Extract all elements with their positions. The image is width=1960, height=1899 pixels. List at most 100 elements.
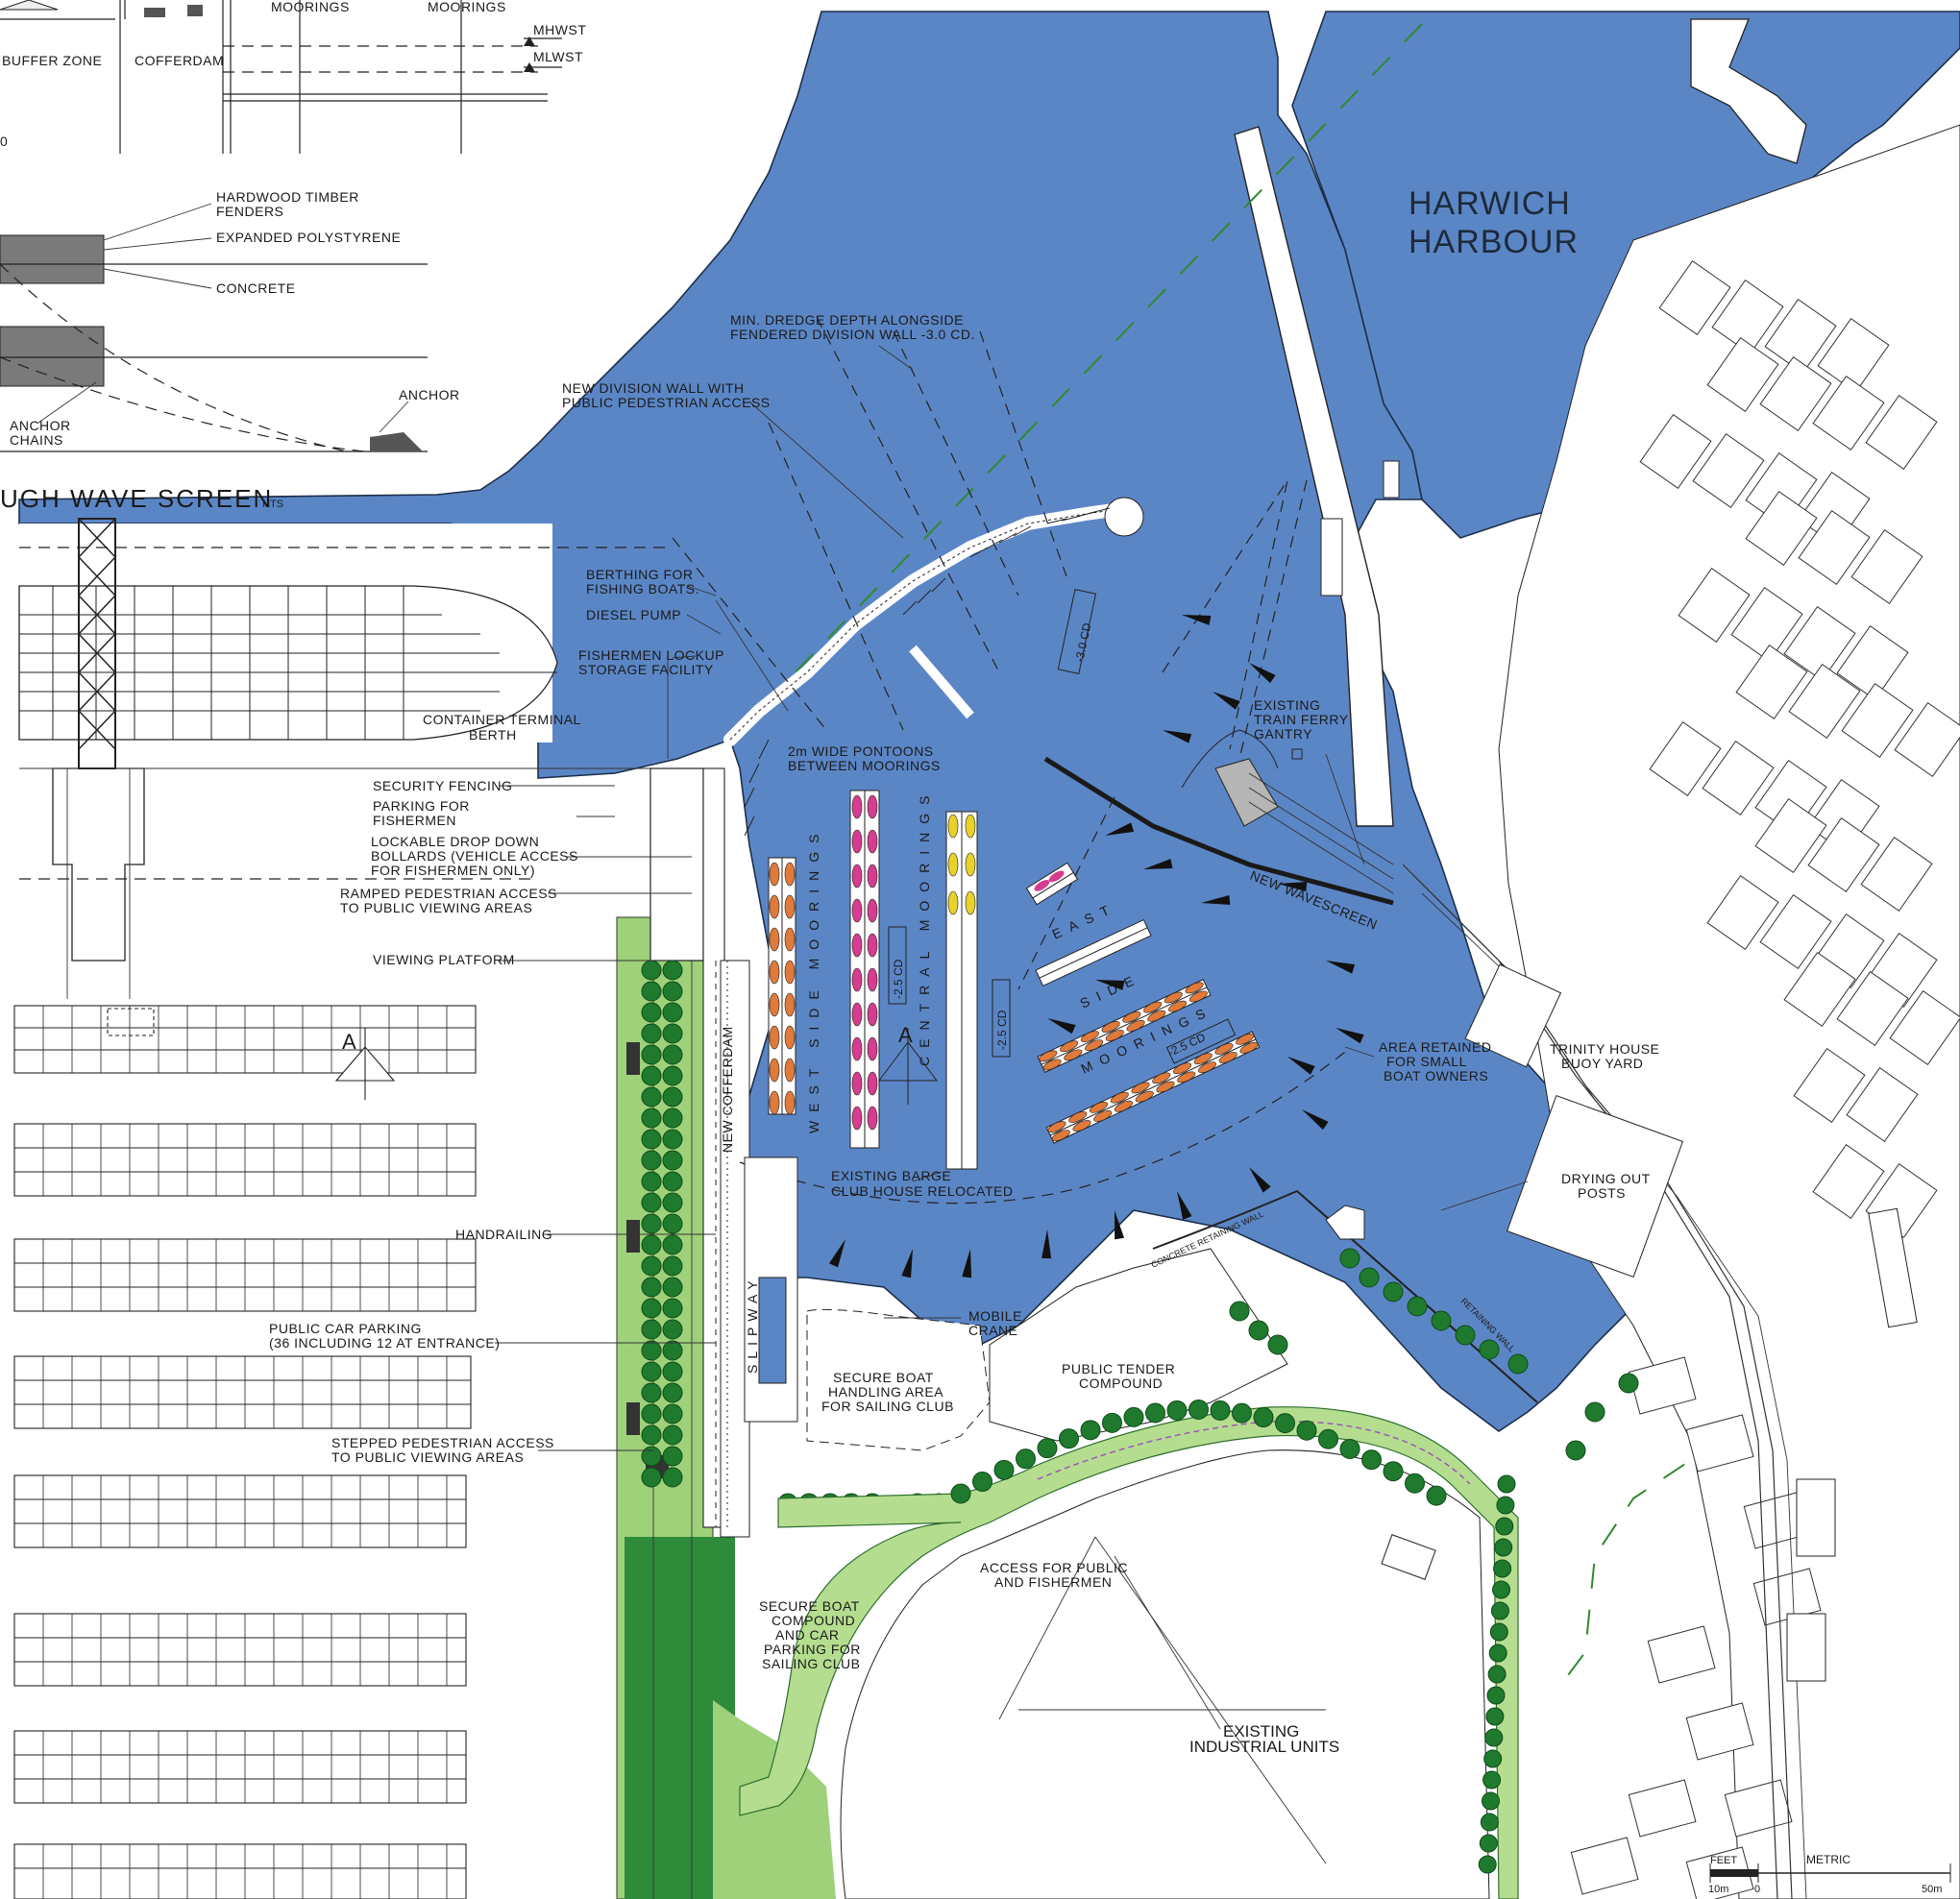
retaining-wall xyxy=(1152,1189,1538,1403)
anchor-label: ANCHOR xyxy=(399,387,460,402)
boat xyxy=(769,862,780,887)
east-pontoon-1 xyxy=(1025,862,1079,906)
mlwst-label: MLWST xyxy=(533,49,583,64)
boat xyxy=(1236,1033,1255,1045)
industrial-lines xyxy=(998,1536,1327,1864)
tree xyxy=(662,1277,683,1298)
tree xyxy=(1488,1643,1507,1663)
boat xyxy=(1105,1030,1124,1041)
boat xyxy=(1093,1110,1113,1122)
tender-label-line1: PUBLIC TENDER xyxy=(1062,1361,1175,1376)
tree xyxy=(1486,1686,1506,1705)
boat xyxy=(867,933,878,958)
mooring-post xyxy=(1302,1109,1329,1131)
handrailing-label: HANDRAILING xyxy=(455,1227,552,1242)
tree xyxy=(662,1234,683,1255)
tree xyxy=(662,1108,683,1129)
town-building xyxy=(1889,989,1960,1066)
mhwst-label: MHWST xyxy=(533,22,586,37)
tree xyxy=(641,981,662,1002)
town-building xyxy=(1706,336,1779,413)
tree xyxy=(662,1361,683,1382)
mooring-post xyxy=(1105,822,1135,836)
town-building xyxy=(1685,1702,1754,1761)
boat xyxy=(1152,1072,1171,1084)
tree xyxy=(1490,1601,1509,1620)
tree xyxy=(1102,1412,1122,1433)
tree xyxy=(641,1150,662,1171)
path-trees xyxy=(950,1248,1639,1874)
division-wall-label-line2: PUBLIC PEDESTRIAN ACCESS xyxy=(562,395,771,410)
boat xyxy=(769,992,780,1017)
section-marker-basin: A xyxy=(898,1023,913,1047)
tree xyxy=(1361,1449,1382,1471)
tree xyxy=(1359,1267,1380,1288)
tree xyxy=(1489,1622,1508,1642)
tree xyxy=(1482,1791,1500,1811)
central-moorings-section-label: MOORINGS xyxy=(428,0,506,14)
mooring-post xyxy=(828,1239,845,1268)
tree xyxy=(662,1192,683,1213)
tree xyxy=(1480,1813,1499,1832)
tree xyxy=(1455,1325,1476,1346)
parking-block-4 xyxy=(13,1355,472,1429)
tree xyxy=(1318,1428,1338,1449)
barge-label-line2: CLUB HOUSE RELOCATED xyxy=(831,1183,1013,1199)
scale-imperial-label: FEET xyxy=(1710,1855,1737,1866)
boat xyxy=(965,890,976,915)
tree xyxy=(993,1459,1015,1480)
tree xyxy=(641,1234,662,1255)
boat xyxy=(851,1036,863,1061)
moorings xyxy=(768,790,1261,1170)
central-east-pontoon xyxy=(945,811,978,1170)
compound-label-line2: COMPOUND xyxy=(772,1613,855,1628)
stepped-label-line1: STEPPED PEDESTRIAN ACCESS xyxy=(331,1435,554,1450)
tree xyxy=(641,1340,662,1361)
handling-label-line1: SECURE BOAT xyxy=(833,1370,934,1385)
scale-metric-label: METRIC xyxy=(1806,1853,1850,1866)
tree xyxy=(1496,1496,1515,1515)
town-building xyxy=(1685,1414,1754,1473)
tree xyxy=(1123,1406,1144,1427)
boat xyxy=(867,1071,878,1096)
town-building xyxy=(1678,567,1751,644)
boat xyxy=(867,864,878,889)
fenders-label-line2: FENDERS xyxy=(216,204,283,219)
section-detail: MOORINGS MOORINGS MHWST MLWST BUFFER ZON… xyxy=(0,0,673,513)
tree xyxy=(662,1340,683,1361)
tree xyxy=(641,1467,662,1488)
lockup-label-line2: STORAGE FACILITY xyxy=(578,662,714,677)
area-retained-label-line1: AREA RETAINED xyxy=(1379,1039,1492,1055)
town-building xyxy=(1793,1047,1866,1124)
town-building xyxy=(1812,1143,1885,1220)
west-moorings-section-label: MOORINGS xyxy=(271,0,350,14)
town-building xyxy=(1692,432,1765,509)
mobile-crane-label-line2: CRANE xyxy=(968,1323,1018,1338)
mooring-post xyxy=(1249,663,1276,684)
boat xyxy=(1089,1101,1109,1113)
mooring-post xyxy=(1335,1028,1364,1044)
tree xyxy=(1584,1401,1605,1423)
boat xyxy=(1064,1049,1083,1061)
town-building xyxy=(1649,720,1722,797)
town-building xyxy=(1711,279,1784,355)
security-fencing-label: SECURITY FENCING xyxy=(373,778,512,793)
barge-label-line1: EXISTING BARGE xyxy=(831,1168,951,1183)
boat xyxy=(784,992,796,1017)
boat xyxy=(851,1071,863,1096)
boat xyxy=(1047,1121,1066,1132)
concrete-label: CONCRETE xyxy=(216,280,296,296)
tree xyxy=(1188,1399,1209,1420)
tree xyxy=(662,1382,683,1403)
boat xyxy=(1147,1010,1166,1022)
tree xyxy=(1497,1474,1516,1494)
boat xyxy=(851,829,863,854)
boat xyxy=(1188,990,1208,1003)
tree xyxy=(662,1065,683,1086)
tree xyxy=(1210,1400,1231,1421)
boat xyxy=(784,894,796,919)
scale-bar xyxy=(1709,1863,1951,1883)
boat xyxy=(1101,1021,1120,1033)
boat xyxy=(1218,1052,1237,1063)
mooring-post xyxy=(1287,1057,1315,1075)
